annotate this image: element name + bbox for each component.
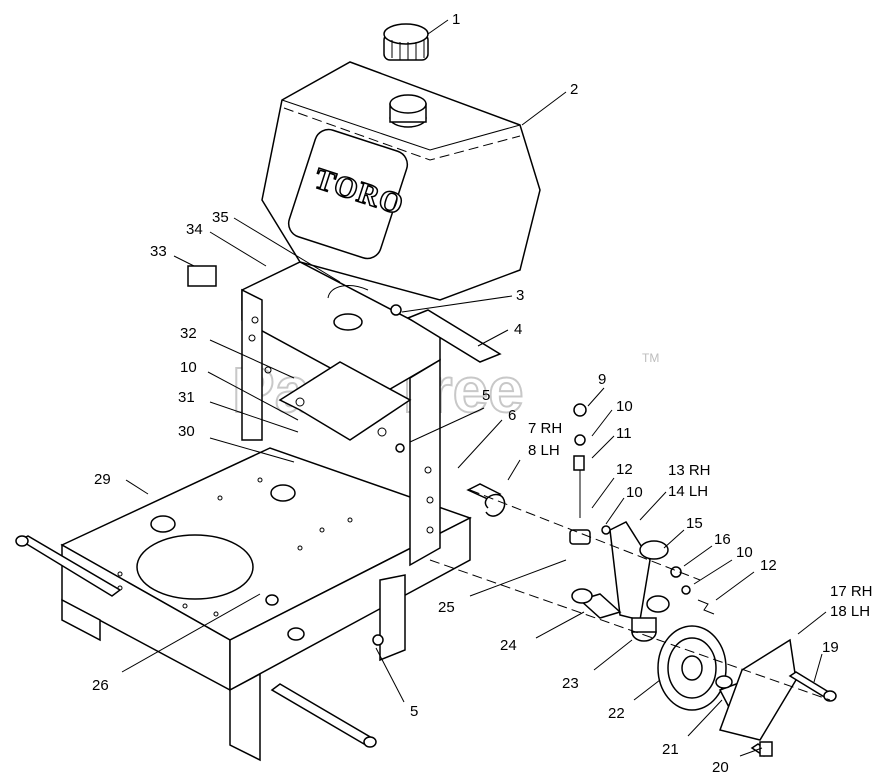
callout-2: 2	[570, 81, 578, 98]
callout-8-lh: 8 LH	[528, 442, 560, 459]
callout-19: 19	[822, 639, 839, 656]
callout-21: 21	[662, 741, 679, 758]
callout-10-a: 10	[616, 398, 633, 415]
callout-24: 24	[500, 637, 517, 654]
callout-9: 9	[598, 371, 606, 388]
callout-14-lh: 14 LH	[668, 483, 708, 500]
callout-12-b: 12	[760, 557, 777, 574]
watermark-trademark: TM	[642, 351, 659, 365]
callout-18-lh: 18 LH	[830, 603, 870, 620]
callout-6: 6	[508, 407, 516, 424]
bolts	[571, 588, 837, 757]
callout-17-rh: 17 RH	[830, 583, 873, 600]
assembly-axis-lower	[429, 559, 831, 701]
fuel-cap	[383, 23, 429, 61]
callout-10-c: 10	[736, 544, 753, 561]
idler-arm-assembly	[466, 403, 715, 621]
callout-34: 34	[186, 221, 203, 238]
fuel-tank: TORO	[261, 61, 541, 301]
callout-31: 31	[178, 389, 195, 406]
callout-32: 32	[180, 325, 197, 342]
callout-5-lower: 5	[410, 703, 418, 720]
callout-25: 25	[438, 599, 455, 616]
callout-26: 26	[92, 677, 109, 694]
assembly-axis-upper	[469, 489, 701, 581]
callout-15: 15	[686, 515, 703, 532]
callout-10-d: 10	[180, 359, 197, 376]
callout-33: 33	[150, 243, 167, 260]
callout-7-rh: 7 RH	[528, 420, 562, 437]
hose-clamp	[390, 304, 402, 316]
callout-10-b: 10	[626, 484, 643, 501]
callout-16: 16	[714, 531, 731, 548]
callout-29: 29	[94, 471, 111, 488]
chassis-frame	[15, 447, 472, 762]
callout-1: 1	[452, 11, 460, 28]
callout-12-a: 12	[616, 461, 633, 478]
callout-4: 4	[514, 321, 522, 338]
shield-plate	[406, 309, 502, 363]
callout-3: 3	[516, 287, 524, 304]
idler-pulley	[631, 595, 762, 737]
leader-lines	[121, 19, 827, 757]
watermark: PartsTree TM	[231, 351, 659, 427]
callout-22: 22	[608, 705, 625, 722]
callout-labels: 1 2 3 4 5 6 7 RH 8 LH 9 10 11 12 10 13 R…	[92, 11, 873, 776]
callout-11: 11	[616, 425, 632, 442]
callout-35: 35	[212, 209, 229, 226]
callout-13-rh: 13 RH	[668, 462, 711, 479]
pulley-bracket	[719, 638, 797, 741]
callout-23: 23	[562, 675, 579, 692]
callout-5-upper: 5	[482, 387, 490, 404]
callout-30: 30	[178, 423, 195, 440]
fuel-line	[327, 285, 369, 299]
callout-20: 20	[712, 759, 729, 776]
